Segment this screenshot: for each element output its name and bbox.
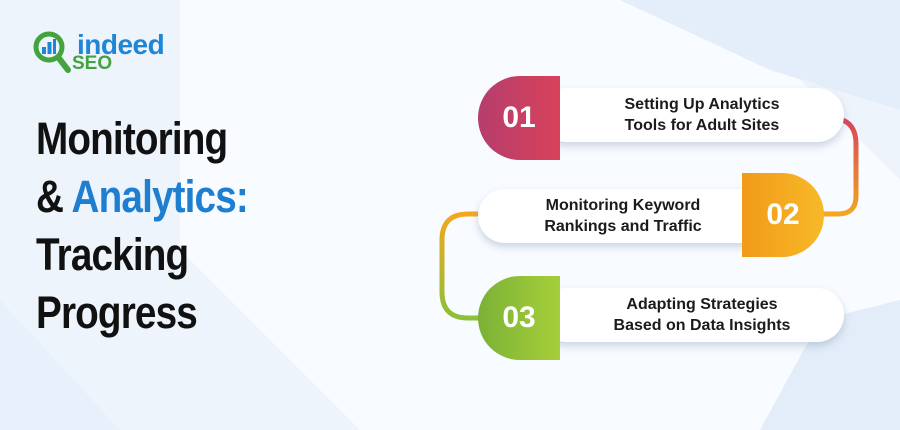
title-line-3: Tracking (36, 229, 189, 280)
title-line-2-accent: Analytics: (71, 171, 249, 222)
title-line-2-prefix: & (36, 171, 72, 222)
step-3-line-1: Adapting Strategies (626, 296, 778, 313)
step-2-card: Monitoring Keyword Rankings and Traffic (478, 189, 788, 243)
page-title: Monitoring & Analytics: Tracking Progres… (36, 110, 249, 342)
logo-wordmark: indeed (77, 29, 165, 60)
magnifier-chart-icon (33, 31, 71, 73)
step-2-line-2: Rankings and Traffic (544, 218, 702, 235)
title-line-4: Progress (36, 287, 198, 338)
connector-2-3 (439, 211, 500, 321)
logo-subtitle: SEO (72, 53, 113, 74)
indeed-seo-logo: indeed SEO (30, 28, 180, 78)
title-line-1: Monitoring (36, 113, 228, 164)
step-3-card: Adapting Strategies Based on Data Insigh… (540, 288, 844, 342)
step-1-badge: 01 (478, 76, 560, 160)
step-1-line-1: Setting Up Analytics (624, 96, 780, 113)
step-1-card: Setting Up Analytics Tools for Adult Sit… (540, 88, 844, 142)
step-3-badge: 03 (478, 276, 560, 360)
step-1-line-2: Tools for Adult Sites (624, 117, 780, 134)
step-3-line-2: Based on Data Insights (613, 317, 791, 334)
step-2-line-1: Monitoring Keyword (545, 197, 701, 214)
step-2-badge: 02 (742, 173, 824, 257)
